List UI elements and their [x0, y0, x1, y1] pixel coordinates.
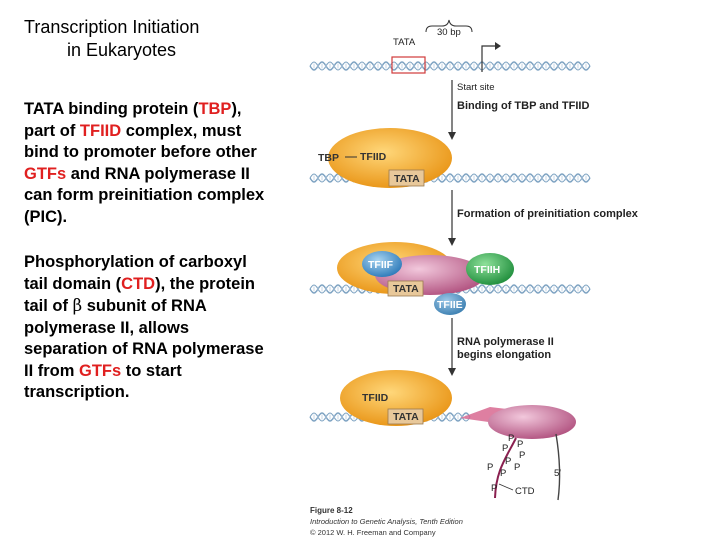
tata-top-box: [391, 56, 426, 74]
tfiih-label: TFIIH: [474, 264, 500, 276]
stage-elongation: TFIID TATA 5′ P P P P P P P P P CTD: [340, 370, 576, 501]
tata-box-2: [387, 280, 424, 297]
ctd-pointer: [498, 483, 514, 491]
bp30-brace: [425, 19, 473, 33]
tfiie-shape: [434, 293, 466, 315]
step2-label: Formation of preinitiation complex: [457, 208, 639, 220]
dna-strand: [309, 61, 591, 71]
p1-text-4: and RNA polymerase II can form preinitia…: [24, 164, 265, 226]
tfiih-shape: [466, 253, 514, 285]
caption-figure-number: Figure 8-12: [310, 506, 353, 515]
p2-ctd-highlight: CTD: [121, 274, 156, 293]
figure-caption: Figure 8-12 Introduction to Genetic Anal…: [310, 506, 463, 537]
phosphate-label: P: [519, 450, 525, 461]
caption-copyright: © 2012 W. H. Freeman and Company: [310, 528, 436, 537]
p1-text-2: ), part of: [24, 100, 242, 140]
phosphate-label: P: [502, 443, 508, 454]
dna-strand: [309, 61, 591, 71]
tfiif-label: TFIIF: [368, 259, 394, 271]
caption-book-title: Introduction to Genetic Analysis, Tenth …: [310, 517, 463, 526]
tfiid-label-1: TFIID: [360, 151, 387, 163]
tata-top-label: TATA: [393, 37, 416, 48]
start-site-label: Start site: [457, 82, 495, 93]
phosphate-label: P: [514, 462, 520, 473]
transcription-figure: 30 bp TATA Start site Binding of TBP and…: [309, 19, 639, 537]
tata-label-2: TATA: [393, 283, 419, 295]
phosphate-label: P: [487, 462, 493, 473]
p1-text-1: TATA binding protein (: [24, 100, 199, 118]
p1-text-3: complex, must bind to promoter before ot…: [24, 121, 257, 162]
ctd-label: CTD: [515, 486, 535, 497]
tfiie-label: TFIIE: [437, 299, 463, 311]
phosphate-group-labels: P P P P P P P P P: [487, 433, 525, 494]
p2-beta-symbol: β: [72, 296, 83, 315]
tfiid-label-3: TFIID: [362, 392, 389, 404]
phosphate-label: P: [517, 439, 523, 450]
tfiid-shape-3: [340, 370, 452, 426]
stage-tfiid-binding: TFIID TBP TATA: [318, 128, 452, 188]
step-arrow-3: RNA polymerase II begins elongation: [448, 318, 554, 376]
p2-text-3: subunit of RNA polymerase II, allows sep…: [24, 297, 264, 380]
slide-title: Transcription Initiation in Eukaryotes: [24, 16, 274, 62]
phosphate-label: P: [491, 483, 497, 494]
paragraph-tbp: TATA binding protein (TBP), part of TFII…: [24, 99, 274, 228]
bp30-label: 30 bp: [437, 27, 461, 38]
step1-label: Binding of TBP and TFIID: [457, 100, 589, 112]
p1-tbp-highlight: TBP: [198, 100, 232, 118]
start-site-marker: [481, 45, 495, 72]
tata-label-3: TATA: [393, 411, 419, 423]
tbp-label: TBP: [318, 152, 339, 164]
tata-box-3: [387, 408, 424, 425]
slide-title-line2: in Eukaryotes: [67, 40, 177, 60]
paragraph-ctd: Phosphorylation of carboxyl tail domain …: [24, 252, 274, 404]
five-prime-label: 5′: [554, 468, 561, 479]
stage-promoter: 30 bp TATA Start site: [391, 19, 501, 93]
start-site-arrowhead: [495, 42, 501, 50]
step3-label-line1: RNA polymerase II: [457, 336, 554, 348]
polymerase-body: [488, 405, 576, 439]
p1-tfiid-highlight: TFIID: [79, 121, 122, 140]
p2-text-1: Phosphorylation of carboxyl tail domain …: [24, 253, 247, 293]
p2-text-2: ), the protein tail of: [24, 274, 256, 316]
stage-preinitiation-complex: TFIIF TFIIH TATA TFIIE: [337, 242, 514, 315]
p2-text-4: to start transcription.: [24, 361, 182, 402]
phosphate-label: P: [505, 456, 511, 467]
p2-gtfs-highlight: GTFs: [79, 361, 122, 380]
step3-label-line2: begins elongation: [457, 349, 551, 361]
slide-title-line1: Transcription Initiation: [24, 17, 200, 37]
rna-transcript: [555, 433, 561, 501]
step-arrow-2: Formation of preinitiation complex: [448, 190, 639, 246]
ctd-tail: [494, 437, 517, 499]
p1-gtfs-highlight: GTFs: [24, 164, 67, 183]
step-arrow-1: Binding of TBP and TFIID: [448, 80, 589, 140]
phosphate-label: P: [508, 433, 514, 444]
phosphate-label: P: [500, 468, 506, 479]
tfiif-shape: [362, 251, 402, 277]
tata-box-1: [388, 169, 425, 187]
tata-label-1: TATA: [394, 173, 420, 185]
